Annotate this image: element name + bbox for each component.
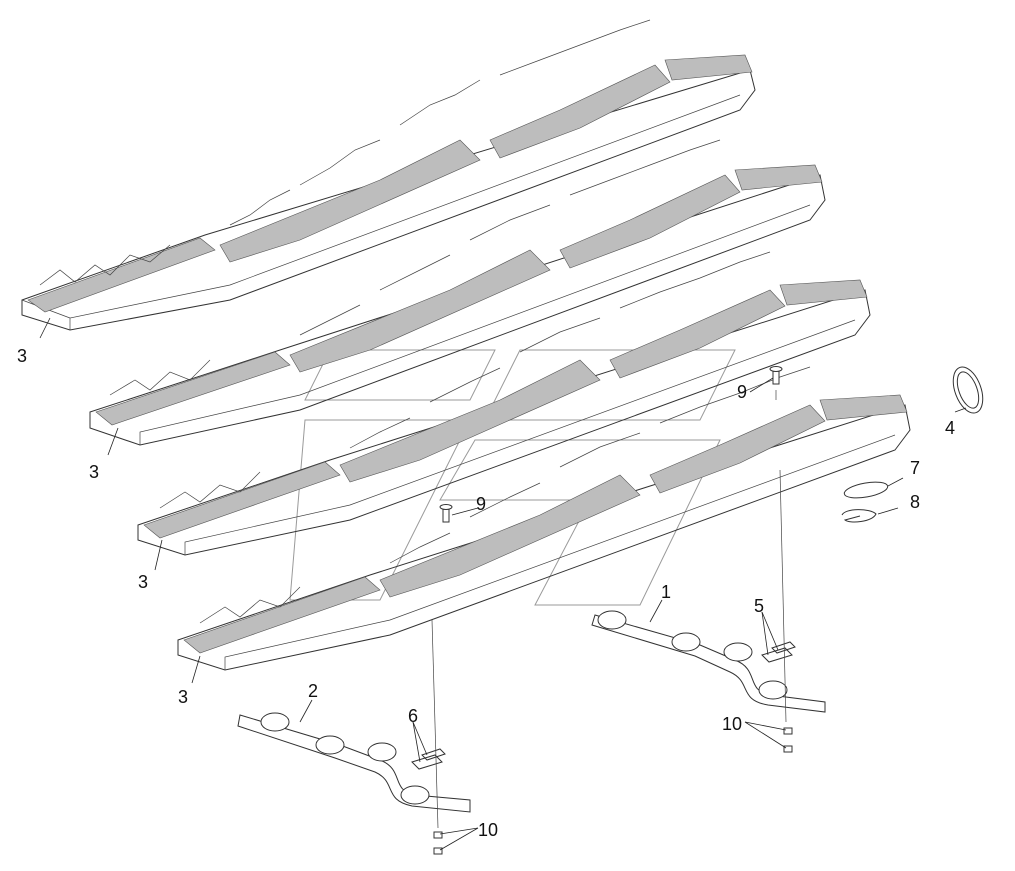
plates-6 — [411, 748, 446, 770]
leader-lines — [39, 317, 967, 851]
callout-3: 3 — [89, 462, 99, 482]
callout-3: 3 — [17, 346, 27, 366]
trough-unit-4 — [177, 366, 911, 671]
bolt-9-lower — [439, 504, 453, 523]
callout-3: 3 — [138, 572, 148, 592]
callout-4: 4 — [945, 418, 955, 438]
callout-2: 2 — [308, 681, 318, 701]
callout-10: 10 — [478, 820, 498, 840]
callout-1: 1 — [661, 582, 671, 602]
drive-shaft-1 — [591, 610, 826, 713]
oval-seal-4 — [952, 366, 984, 414]
nuts-10-left — [433, 831, 443, 855]
callout-6: 6 — [408, 706, 418, 726]
gasket-7 — [843, 481, 889, 499]
trough-unit-2 — [89, 139, 826, 446]
trough-unit-3 — [137, 251, 871, 556]
callout-7: 7 — [910, 458, 920, 478]
bolt-9-upper — [769, 366, 783, 385]
nuts-10-right — [783, 727, 793, 753]
assembly-guides — [431, 390, 787, 829]
callout-labels: 3 3 3 3 4 7 8 9 9 1 5 10 2 6 10 — [17, 346, 955, 840]
callout-3: 3 — [178, 687, 188, 707]
drive-shaft-2 — [237, 712, 471, 813]
trough-unit-1 — [21, 19, 756, 331]
callout-8: 8 — [910, 492, 920, 512]
callout-9: 9 — [737, 382, 747, 402]
callout-10: 10 — [722, 714, 742, 734]
callout-9: 9 — [476, 494, 486, 514]
clip-8 — [841, 509, 877, 523]
callout-5: 5 — [754, 596, 764, 616]
